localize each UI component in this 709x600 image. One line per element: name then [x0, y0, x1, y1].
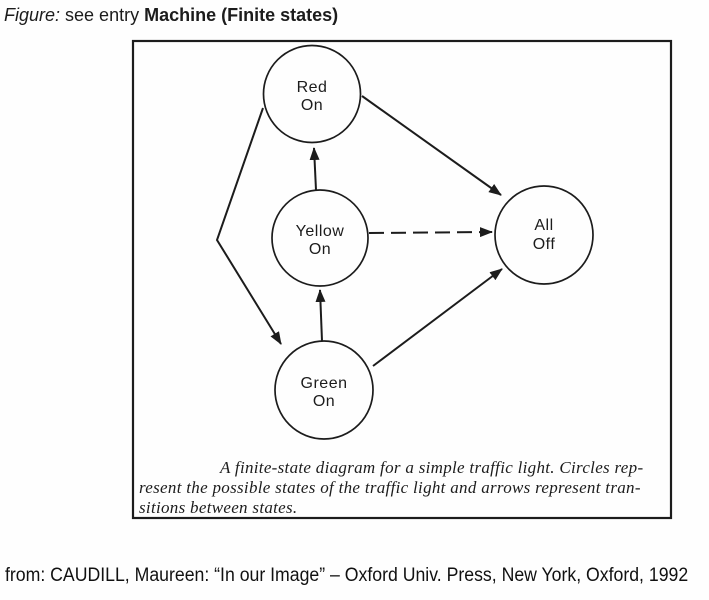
state-label: Red: [297, 79, 328, 96]
state-label: Off: [533, 236, 556, 253]
transition-green-to-yellow-arrow: [315, 289, 326, 342]
figure-caption-line-1: A finite-state diagram for a simple traf…: [220, 458, 644, 477]
figure-caption-line-2: resent the possible states of the traffi…: [139, 478, 641, 497]
state-label: Green: [301, 375, 348, 392]
state-label: On: [301, 97, 323, 114]
transition-yellow-to-alloff-arrow: [368, 227, 493, 238]
figure-border: [131, 39, 673, 520]
attribution-line: from: CAUDILL, Maureen: “In our Image” –…: [5, 565, 689, 586]
state-node-all-off: All Off: [494, 185, 594, 285]
state-node-red-on: Red On: [262, 44, 362, 144]
transition-red-to-alloff-arrow: [361, 95, 502, 196]
state-node-green-on: Green On: [274, 340, 374, 440]
see-entry-text: see entry: [60, 5, 145, 25]
figure-header: Figure: see entry Machine (Finite states…: [4, 5, 338, 26]
state-circle-red-on: [262, 44, 362, 144]
transition-green-to-alloff-arrow: [372, 268, 503, 367]
transition-red-to-green-arrow: [215, 107, 282, 345]
figure-caption-line-3: sitions between states.: [139, 498, 298, 517]
state-node-yellow-on: Yellow On: [271, 189, 369, 287]
state-label: All: [534, 217, 553, 234]
state-circle-all-off: [494, 185, 594, 285]
state-label: On: [313, 393, 335, 410]
state-label: On: [309, 241, 331, 258]
state-circle-green-on: [274, 340, 374, 440]
transition-yellow-to-red-arrow: [309, 147, 320, 191]
entry-name: Machine (Finite states): [144, 5, 339, 25]
state-label: Yellow: [296, 223, 345, 240]
figure-label: Figure:: [4, 5, 61, 25]
state-circle-yellow-on: [271, 189, 369, 287]
